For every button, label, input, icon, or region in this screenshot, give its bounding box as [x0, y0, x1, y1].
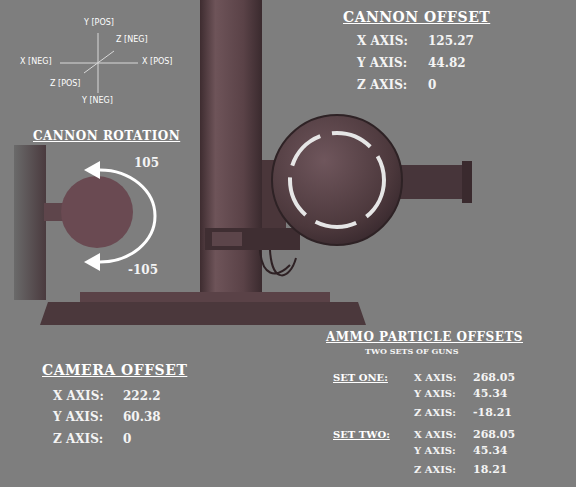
axis-label: X [POS] — [142, 58, 172, 67]
offset-text: Z AXIS: — [357, 79, 407, 92]
offset-text: Y AXIS: — [414, 445, 456, 456]
z-axis-line — [84, 51, 114, 73]
section-heading: AMMO PARTICLE OFFSETS — [326, 331, 523, 344]
turret — [40, 0, 472, 325]
mechanism-part — [212, 232, 242, 246]
offset-text: -18.21 — [473, 407, 512, 419]
set-heading: SET TWO: — [333, 429, 390, 440]
offset-text: 0 — [123, 433, 131, 446]
wall-plate — [14, 145, 46, 300]
offset-text: 125.27 — [428, 35, 474, 48]
set-heading: SET ONE: — [333, 372, 388, 383]
section-heading: CANNON ROTATION — [33, 130, 180, 143]
cannon-drum — [272, 115, 402, 245]
arrowhead — [84, 161, 100, 179]
offset-text: -105 — [128, 264, 158, 277]
drum-icon — [61, 176, 133, 248]
offset-text: X AXIS: — [414, 372, 456, 383]
drum-ring — [290, 133, 384, 227]
section-heading: CANNON OFFSET — [343, 10, 490, 25]
axis-label: Y [NEG] — [82, 97, 113, 106]
offset-text: 44.82 — [428, 57, 466, 70]
axis-label: X [NEG] — [20, 58, 52, 67]
barrel — [395, 165, 467, 199]
offset-text: Y AXIS: — [414, 388, 456, 399]
arrowhead — [84, 253, 100, 271]
section-heading: CAMERA OFFSET — [42, 363, 187, 378]
offset-text: X AXIS: — [357, 35, 408, 48]
offset-text: 222.2 — [123, 390, 161, 403]
offset-text: Z AXIS: — [414, 407, 456, 418]
x-axis-line — [60, 63, 138, 64]
pole — [200, 0, 262, 300]
offset-text: 45.34 — [473, 445, 507, 457]
axis-label: Z [POS] — [50, 80, 80, 89]
muzzle — [462, 161, 472, 203]
offset-text: 60.38 — [123, 411, 161, 424]
offset-text: Z AXIS: — [53, 433, 103, 446]
rotation-arc — [100, 170, 155, 262]
offset-text: Z AXIS: — [414, 464, 456, 475]
offset-text: Y AXIS: — [357, 57, 407, 70]
axis-label: Z [NEG] — [116, 36, 148, 45]
offset-text: 45.34 — [473, 388, 507, 400]
mechanism — [205, 228, 300, 250]
offset-text: 105 — [134, 157, 159, 170]
sub-heading: TWO SETS OF GUNS — [365, 347, 458, 356]
offset-text: 0 — [428, 79, 436, 92]
offset-text: X AXIS: — [414, 429, 456, 440]
offset-text: 18.21 — [473, 464, 507, 476]
offset-text: 268.05 — [473, 429, 515, 441]
axis-label: Y [POS] — [84, 19, 114, 28]
cables — [260, 250, 296, 275]
base-plate — [80, 292, 330, 302]
base — [40, 302, 366, 325]
offset-text: 268.05 — [473, 372, 515, 384]
offset-text: Y AXIS: — [53, 411, 103, 424]
offset-text: X AXIS: — [53, 390, 104, 403]
